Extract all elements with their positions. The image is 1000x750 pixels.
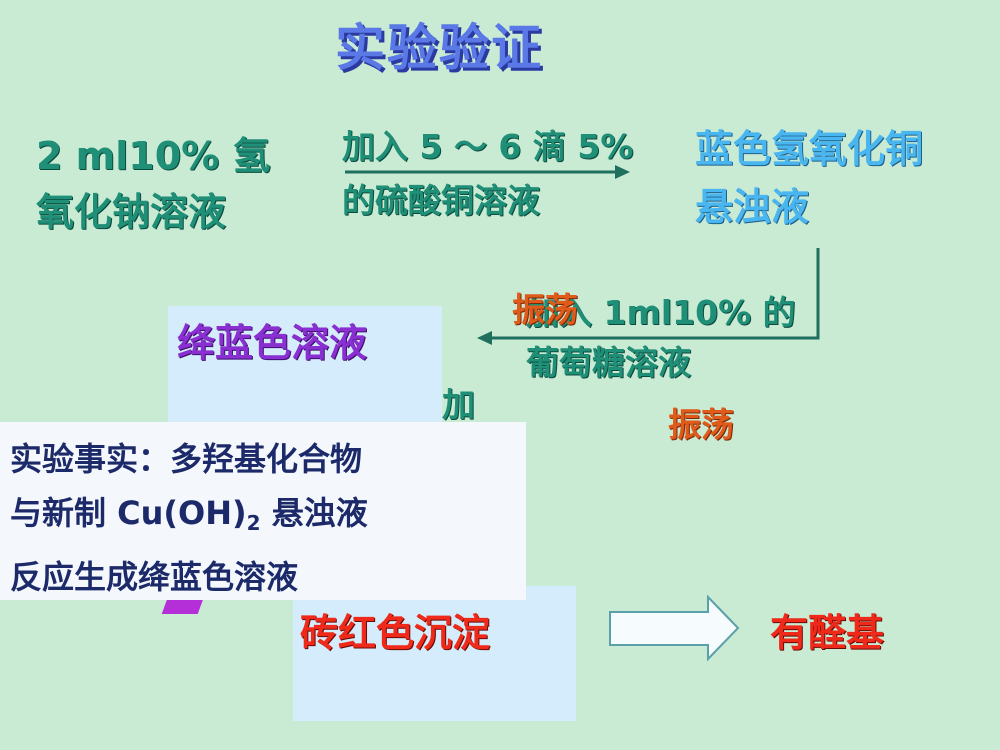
fact-line-1: 实验事实：多羟基化合物 <box>10 440 363 478</box>
cuoh-suspension: 蓝色氢氧化铜悬浊液 <box>695 127 924 229</box>
fact-line-2: 与新制 Cu(OH)2 悬浊液 <box>10 486 520 550</box>
fact-line-3: 反应生成绛蓝色溶液 <box>10 558 299 596</box>
arrow-to-conclusion <box>609 594 740 662</box>
fact-line-2-prefix: 与新制 Cu(OH) <box>10 494 247 532</box>
experiment-fact-box: 实验事实：多羟基化合物 与新制 Cu(OH)2 悬浊液 反应生成绛蓝色溶液 <box>0 422 526 600</box>
add-glucose-step: 加入 1ml10% 的葡萄糖溶液 <box>526 293 796 382</box>
shake-label-top: 振荡 <box>512 290 578 329</box>
purple-solution: 绛蓝色溶液 <box>177 321 368 365</box>
aldehyde-conclusion: 有醛基 <box>770 611 885 655</box>
blue-panel-lower <box>293 586 576 721</box>
shake-label-bottom: 振荡 <box>668 405 734 444</box>
add-cuso4-step: 加入 5 ～ 6 滴 5% 的硫酸铜溶液 <box>342 127 634 220</box>
arrow-step2-line <box>490 248 820 340</box>
page-title: 实验验证 <box>335 19 543 77</box>
fact-line-2-suffix: 悬浊液 <box>260 494 368 532</box>
experiment-fact-text: 实验事实：多羟基化合物 与新制 Cu(OH)2 悬浊液 反应生成绛蓝色溶液 <box>10 432 520 604</box>
blue-panel-upper <box>168 306 442 436</box>
fact-line-2-subscript: 2 <box>246 511 261 535</box>
naoh-reagent: 2 ml10% 氢氧化钠溶液 <box>36 134 271 234</box>
add-char: 加 <box>442 385 475 424</box>
red-precipitate: 砖红色沉淀 <box>300 611 491 655</box>
arrow-step1-head <box>615 165 630 179</box>
arrow-step2-head <box>477 331 492 345</box>
